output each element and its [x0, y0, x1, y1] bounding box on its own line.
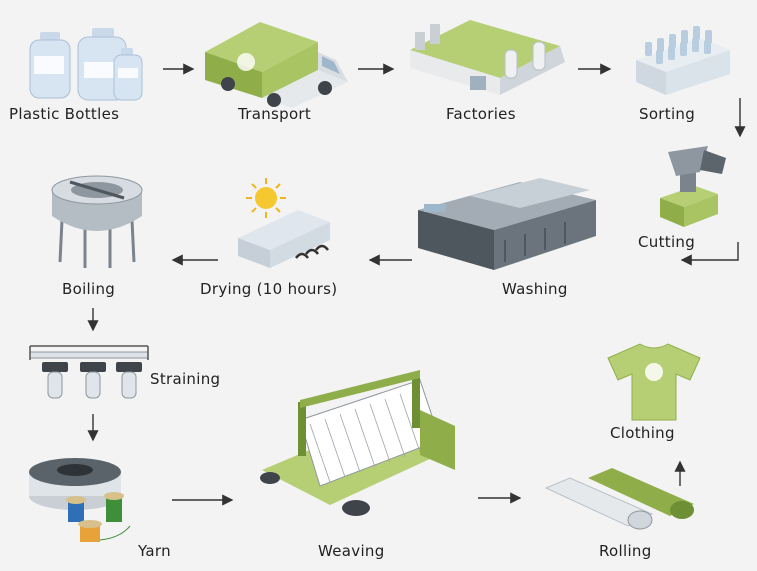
label-boiling: Boiling [62, 280, 116, 298]
label-sorting: Sorting [639, 105, 696, 123]
label-factories: Factories [446, 105, 516, 123]
label-weaving: Weaving [318, 542, 385, 560]
label-rolling: Rolling [599, 542, 652, 560]
tshirt-icon [607, 343, 701, 421]
yarn-spools-icon [29, 458, 131, 542]
label-transport: Transport [238, 105, 312, 123]
label-washing: Washing [502, 280, 568, 298]
flow-arrows [87, 63, 746, 506]
drying-sun-icon [246, 178, 286, 218]
label-drying: Drying (10 hours) [200, 280, 338, 298]
factory-icon [410, 20, 565, 95]
label-cutting: Cutting [638, 233, 696, 251]
label-plastic-bottles: Plastic Bottles [9, 105, 120, 123]
washing-machine-icon [418, 178, 596, 270]
label-straining: Straining [150, 370, 221, 388]
straining-icon [29, 345, 149, 399]
label-yarn: Yarn [138, 542, 171, 560]
label-clothing: Clothing [610, 424, 675, 442]
drying-machine-icon [238, 210, 330, 268]
arrow-cutting-to-washing [680, 242, 739, 266]
sorting-icon [636, 26, 730, 95]
weaving-loom-icon [260, 370, 455, 516]
truck-icon [205, 22, 348, 108]
cutting-icon [660, 146, 726, 227]
rolling-cylinders-icon [544, 468, 694, 530]
boiling-tank-icon [51, 175, 143, 268]
plastic-bottles-icon [29, 28, 143, 101]
